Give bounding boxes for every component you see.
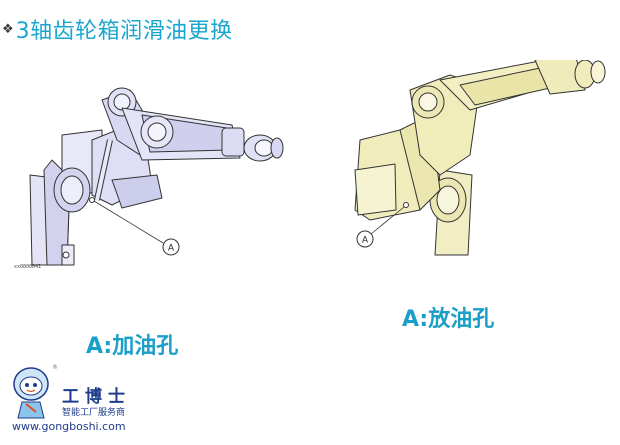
slide-title: 3轴齿轮箱润滑油更换 [15,19,233,44]
callout-label-a-right: A [362,235,368,245]
brand-url[interactable]: www.gongboshi.com [12,420,126,433]
brand-name: 工博士 [62,387,131,407]
brand-slogan: 智能工厂服务商 [62,408,126,418]
slide-title-row: ❖ 3轴齿轮箱润滑油更换 [2,14,233,44]
callout-circle-a-right [356,230,374,248]
robot-arm-left-illustration: A [29,87,284,266]
robot-arm-right-illustration: A [354,60,606,256]
caption-fill-hole: A:加油孔 [86,334,179,359]
mascot-logo-icon [13,367,49,419]
registered-mark: ® [52,364,58,371]
bullet-icon: ❖ [2,21,14,37]
drawing-code: xx0800041 [14,264,42,270]
oil-fill-hole-marker [89,197,95,203]
callout-circle-a-left [162,238,180,256]
callout-label-a-left: A [168,243,174,253]
caption-drain-hole: A:放油孔 [402,307,495,332]
oil-drain-hole-marker [403,202,409,208]
